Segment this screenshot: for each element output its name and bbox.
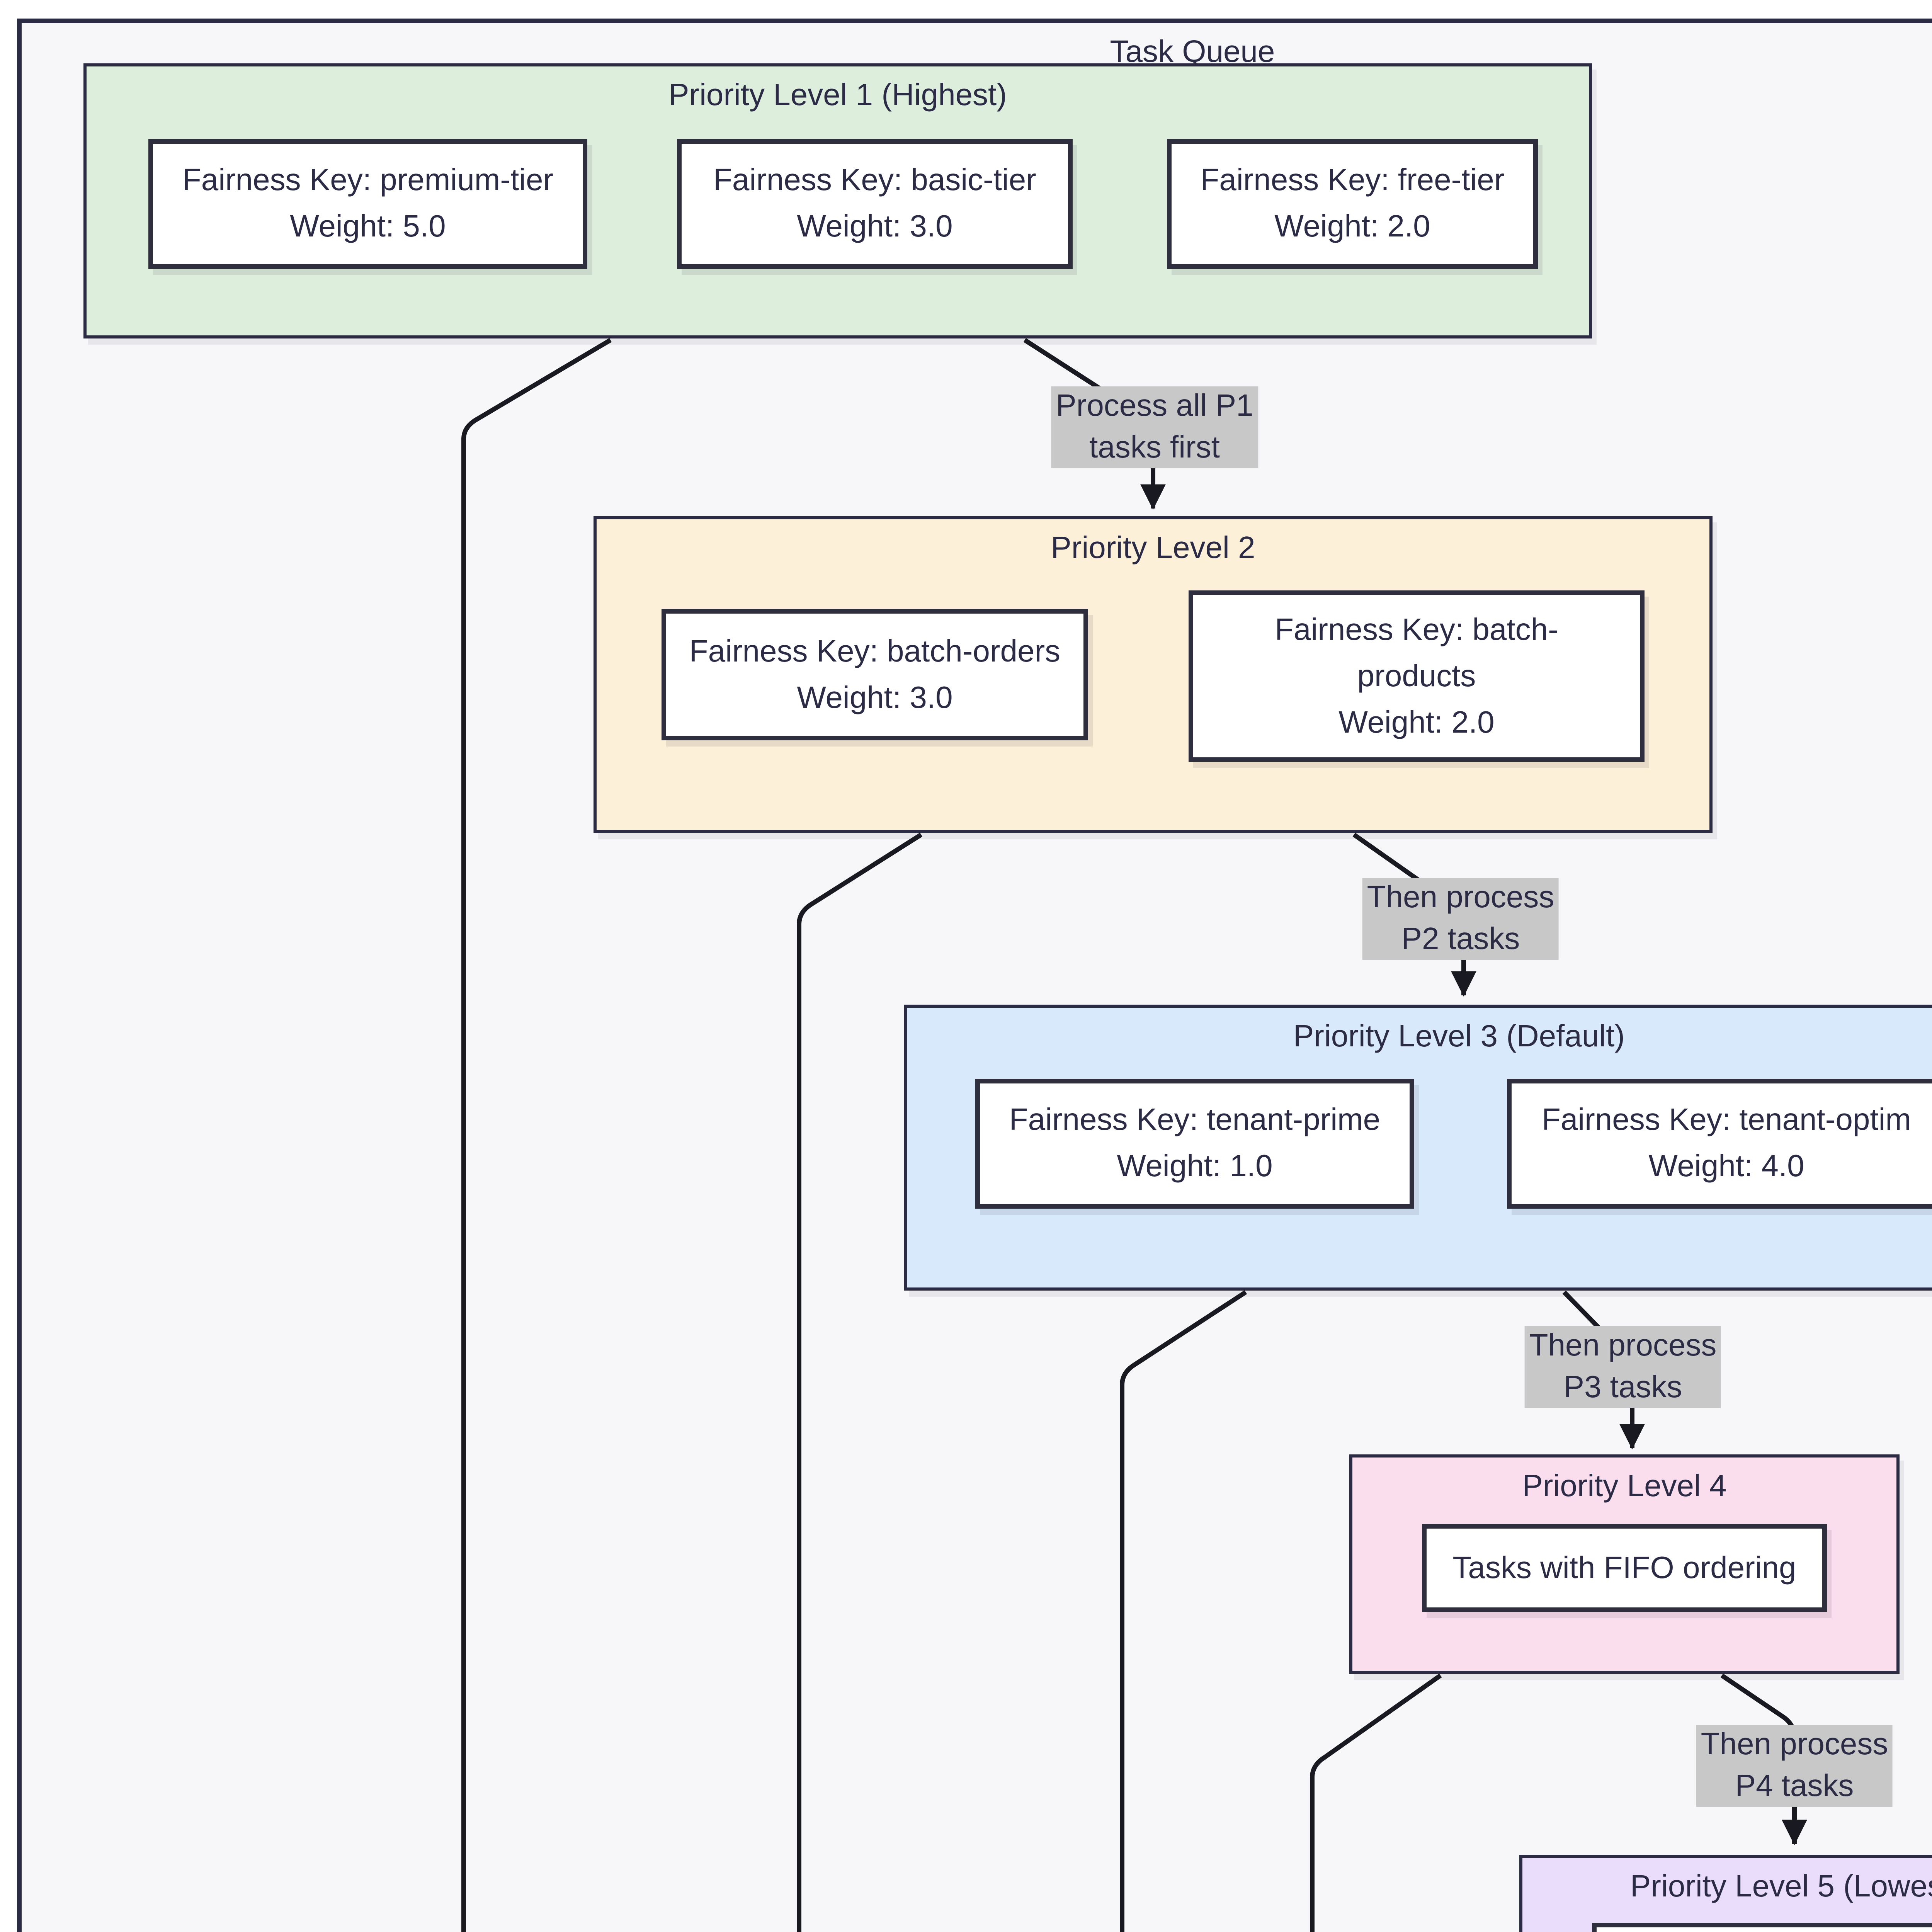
node-line: Weight: 5.0 xyxy=(290,210,446,244)
node-line: Weight: 2.0 xyxy=(1274,210,1430,244)
node-line: Weight: 3.0 xyxy=(797,681,953,715)
node-line: Weight: 2.0 xyxy=(1338,706,1495,740)
edge-label-p3-p4: Then process P3 tasks xyxy=(1524,1326,1721,1408)
edge-label-line: tasks first xyxy=(1089,430,1220,464)
node-line: Fairness Key: free-tier xyxy=(1200,164,1505,198)
edge-label-p4-p5: Then process P4 tasks xyxy=(1696,1725,1893,1807)
node-line: Weight: 1.0 xyxy=(1117,1150,1273,1184)
node-free-tier: Fairness Key: free-tier Weight: 2.0 xyxy=(1167,139,1538,269)
node-line: products xyxy=(1357,659,1476,693)
node-tenant-prime: Fairness Key: tenant-prime Weight: 1.0 xyxy=(975,1079,1414,1209)
node-fifo-ordering-p4: Tasks with FIFO ordering xyxy=(1422,1524,1827,1612)
edge-label-line: Then process xyxy=(1529,1329,1717,1363)
cluster-priority-level-5: Priority Level 5 (Lowest) xyxy=(1519,1855,1932,1932)
edge-label-line: Then process xyxy=(1367,881,1554,915)
node-batch-products: Fairness Key: batch- products Weight: 2.… xyxy=(1189,590,1645,762)
node-line: Fairness Key: batch-orders xyxy=(689,634,1061,668)
edge-label-p2-p3: Then process P2 tasks xyxy=(1362,878,1559,960)
node-basic-tier: Fairness Key: basic-tier Weight: 3.0 xyxy=(677,139,1073,269)
edge-label-p1-p2: Process all P1 tasks first xyxy=(1051,386,1258,468)
edge-label-line: Process all P1 xyxy=(1056,389,1253,423)
edge-label-line: P3 tasks xyxy=(1563,1370,1682,1404)
node-premium-tier: Fairness Key: premium-tier Weight: 5.0 xyxy=(148,139,587,269)
cluster-priority-level-3-title: Priority Level 3 (Default) xyxy=(1293,1020,1625,1054)
node-line: Fairness Key: tenant-prime xyxy=(1009,1104,1381,1138)
node-tenant-optim: Fairness Key: tenant-optim Weight: 4.0 xyxy=(1507,1079,1932,1209)
cluster-priority-level-5-title: Priority Level 5 (Lowest) xyxy=(1630,1870,1932,1904)
node-fifo-ordering-p5: Tasks with FIFO ordering xyxy=(1592,1923,1932,1932)
edge-label-line: P2 tasks xyxy=(1401,922,1520,956)
node-line: Fairness Key: premium-tier xyxy=(182,164,554,198)
node-line: Fairness Key: tenant-optim xyxy=(1542,1104,1911,1138)
cluster-priority-level-1-title: Priority Level 1 (Highest) xyxy=(668,79,1007,113)
edge-label-line: P4 tasks xyxy=(1735,1769,1854,1803)
node-line: Tasks with FIFO ordering xyxy=(1452,1551,1796,1585)
cluster-priority-level-2-title: Priority Level 2 xyxy=(1051,532,1255,566)
node-line: Fairness Key: batch- xyxy=(1275,613,1558,647)
node-line: Weight: 3.0 xyxy=(797,210,953,244)
node-batch-orders: Fairness Key: batch-orders Weight: 3.0 xyxy=(662,609,1088,740)
node-line: Weight: 4.0 xyxy=(1648,1150,1804,1184)
node-line: Fairness Key: basic-tier xyxy=(713,164,1036,198)
edge-label-line: Then process xyxy=(1701,1728,1888,1762)
cluster-priority-level-4-title: Priority Level 4 xyxy=(1522,1470,1727,1504)
